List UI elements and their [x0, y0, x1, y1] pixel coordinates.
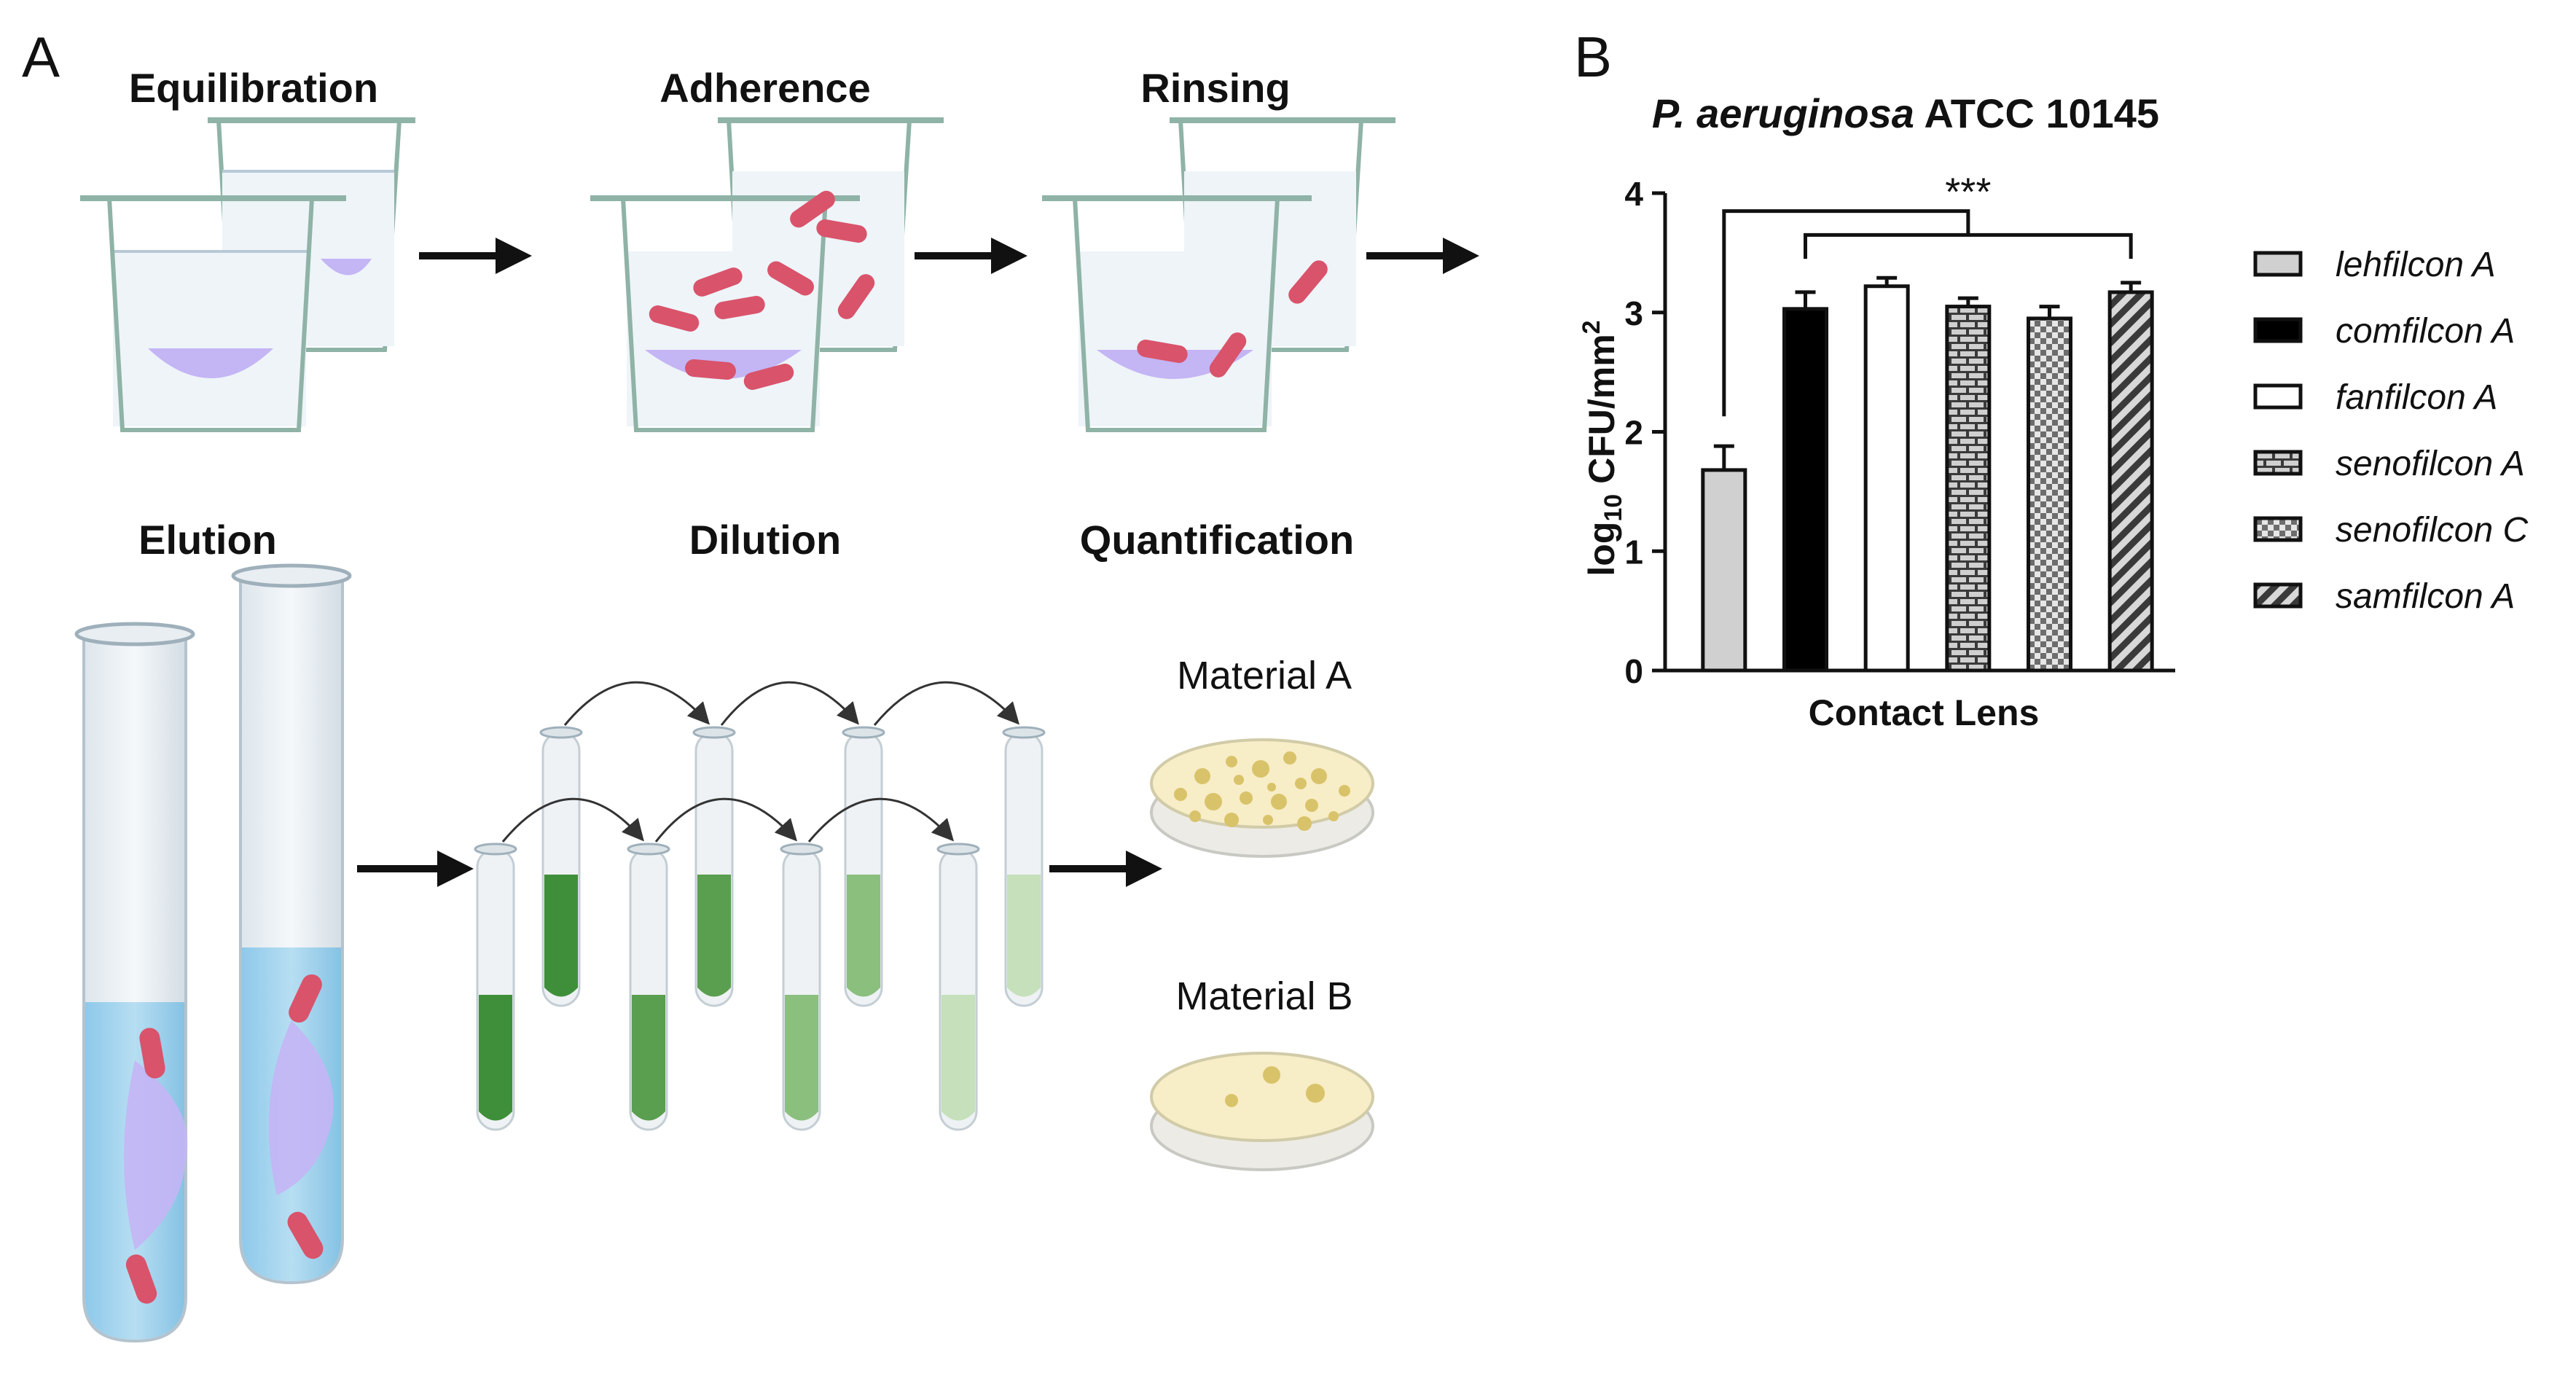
y-axis-label-main: log — [1581, 522, 1622, 576]
y-axis-label: log10 CFU/mm2 — [1578, 320, 1627, 576]
bar — [1945, 305, 1992, 673]
dilution-tube — [936, 843, 980, 1131]
arrow-to-dilution — [357, 851, 474, 887]
process-arrows-top — [419, 238, 1479, 274]
panel-b-letter: B — [1574, 25, 1612, 89]
legend-label: senofilcon C — [2336, 511, 2528, 550]
step-label-elution: Elution — [138, 517, 277, 563]
colony-spots — [1174, 751, 1350, 831]
significance-marker: *** — [1945, 171, 1991, 214]
lens-shape — [148, 348, 273, 378]
adherence-wells — [590, 117, 944, 432]
step-label-quantification: Quantification — [1080, 517, 1354, 563]
bracket-inner — [1804, 232, 2133, 259]
dilution-series — [474, 681, 1046, 1131]
bar — [2027, 316, 2072, 673]
legend-swatch — [2253, 582, 2303, 609]
legend-label: comfilcon A — [2336, 312, 2515, 351]
legend-swatch — [2253, 251, 2303, 277]
bar — [1863, 284, 1910, 673]
equilibration-wells — [80, 117, 415, 432]
bacteria-cluster — [649, 190, 875, 390]
x-axis-label: Contact Lens — [1809, 692, 2040, 733]
step-label-dilution: Dilution — [689, 517, 841, 563]
legend-label: fanfilcon A — [2336, 378, 2497, 417]
dilution-tube — [692, 726, 736, 1007]
legend-swatch — [2253, 383, 2303, 410]
y-tick-label: 2 — [1624, 414, 1643, 452]
chart-title: P. aeruginosa ATCC 10145 — [1652, 90, 2159, 136]
petri-dish-material-a — [1150, 738, 1374, 858]
dilution-tube — [474, 843, 517, 1131]
bar — [1701, 468, 1747, 673]
step-label-equilibration: Equilibration — [129, 65, 378, 111]
y-axis-label-superscript: 2 — [1578, 320, 1605, 334]
petri-dish-material-b — [1150, 1052, 1374, 1171]
legend-label: samfilcon A — [2336, 577, 2515, 616]
bar-chart: 0 1 2 3 4 *** — [1624, 171, 2175, 690]
dilution-tube — [842, 726, 885, 1007]
chart-title-species: P. aeruginosa — [1652, 90, 1914, 136]
tube-left — [74, 622, 195, 1343]
error-bars — [1713, 275, 2142, 470]
dilution-tube — [627, 843, 670, 1131]
panel-a-letter: A — [22, 25, 60, 89]
chart-title-strain: ATCC 10145 — [1914, 90, 2159, 136]
legend-swatch — [2253, 450, 2303, 476]
chart-legend: lehfilcon A comfilcon A fanfilcon A senofil… — [2253, 246, 2528, 616]
y-axis-ticks: 0 1 2 3 4 — [1624, 175, 1665, 690]
dilution-tube — [539, 726, 583, 1007]
legend-swatch — [2253, 516, 2303, 542]
tube-right — [231, 563, 352, 1285]
dilution-tube — [780, 843, 823, 1131]
y-tick-label: 1 — [1624, 533, 1643, 571]
elution-tubes — [74, 563, 352, 1343]
well-front — [80, 195, 346, 432]
transfer-arcs — [501, 681, 1020, 843]
y-tick-label: 0 — [1624, 652, 1643, 690]
y-axis-label-subscript: 10 — [1600, 494, 1627, 522]
plate-label-material-b: Material B — [1175, 974, 1352, 1018]
plate-label-material-a: Material A — [1177, 654, 1352, 697]
colony-spots — [1225, 1066, 1325, 1107]
step-label-rinsing: Rinsing — [1140, 65, 1290, 111]
y-tick-label: 4 — [1624, 175, 1643, 213]
bar — [2107, 290, 2154, 673]
bars — [1701, 284, 2154, 673]
rinsing-wells — [1042, 117, 1395, 432]
legend-label: lehfilcon A — [2336, 246, 2496, 284]
legend-swatch — [2253, 317, 2303, 343]
bar — [1782, 307, 1828, 673]
y-axis-label-unit: CFU/mm — [1581, 334, 1622, 493]
dilution-tube — [1002, 726, 1046, 1007]
y-tick-label: 3 — [1624, 294, 1643, 332]
step-label-adherence: Adherence — [659, 65, 870, 111]
significance-bracket: *** — [1722, 171, 2133, 417]
arrow-to-plates — [1049, 851, 1162, 887]
bracket-outer — [1722, 209, 1970, 417]
legend-label: senofilcon A — [2336, 445, 2525, 483]
